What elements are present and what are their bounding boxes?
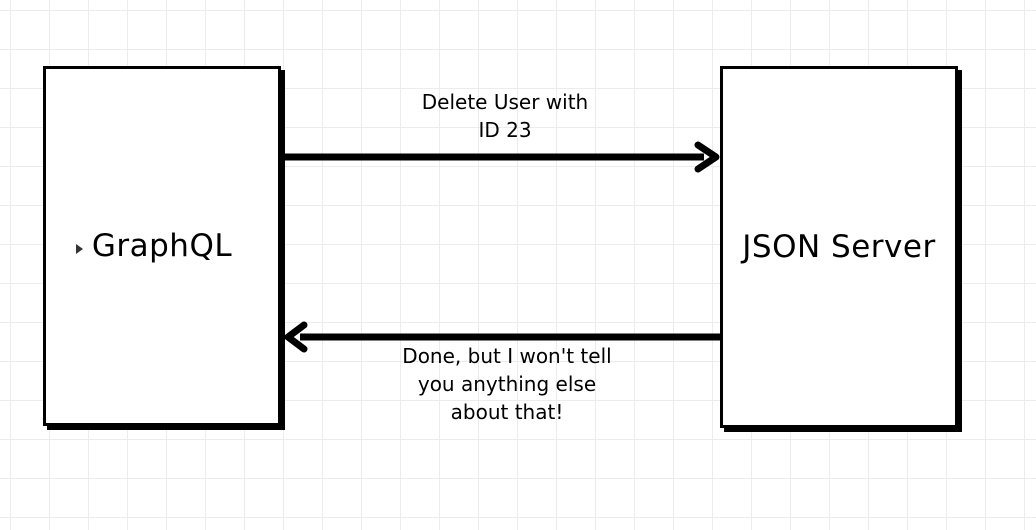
json-server-node-label: JSON Server xyxy=(742,229,936,265)
response-arrow xyxy=(284,321,720,353)
request-arrow-label: Delete User with ID 23 xyxy=(421,90,589,142)
request-arrow-head xyxy=(694,141,720,173)
json-server-node: JSON Server xyxy=(720,66,958,428)
cursor-icon xyxy=(76,244,83,254)
graphql-node-label: GraphQL xyxy=(91,228,233,264)
response-arrow-label: Done, but I won't tell you anything else… xyxy=(402,344,612,424)
request-arrow xyxy=(284,141,720,173)
response-arrow-head xyxy=(284,321,308,353)
